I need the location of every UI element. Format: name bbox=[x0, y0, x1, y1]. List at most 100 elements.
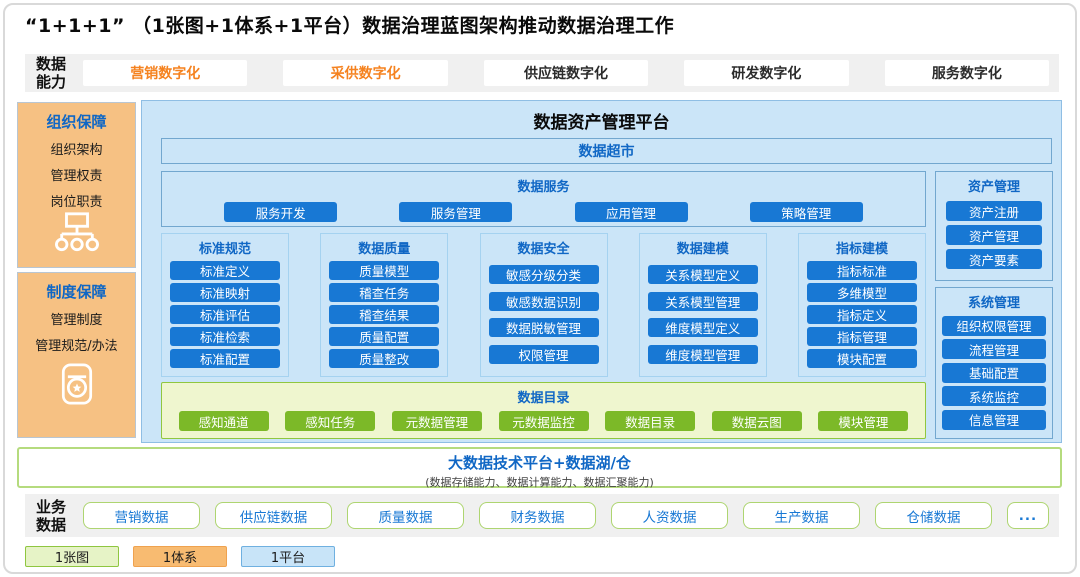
data-service-title: 数据服务 bbox=[517, 180, 570, 195]
capability-bar: 数据能力 营销数字化 采供数字化 供应链数字化 研发数字化 服务数字化 bbox=[25, 54, 1059, 92]
asset-button[interactable]: 资产管理 bbox=[946, 225, 1042, 245]
policy-guarantee-box: 制度保障 管理制度 管理规范/办法 bbox=[17, 272, 136, 438]
business-item-marketing[interactable]: 营销数据 bbox=[83, 502, 200, 529]
org-guarantee-box: 组织保障 组织架构 管理权责 岗位职责 bbox=[17, 102, 136, 268]
module-title: 数据安全 bbox=[517, 242, 570, 257]
guarantee-item: 管理规范/办法 bbox=[35, 339, 118, 354]
bigdata-platform-subtitle: (数据存储能力、数据计算能力、数据汇聚能力) bbox=[425, 476, 654, 489]
system-button[interactable]: 系统监控 bbox=[942, 386, 1046, 406]
capability-item-service[interactable]: 服务数字化 bbox=[884, 60, 1050, 86]
module-column-modeling: 数据建模 关系模型定义 关系模型管理 维度模型定义 维度模型管理 bbox=[638, 233, 767, 377]
module-column-indicators: 指标建模 指标标准 多维模型 指标定义 指标管理 模块配置 bbox=[798, 233, 926, 377]
business-item-finance[interactable]: 财务数据 bbox=[479, 502, 596, 529]
module-button[interactable]: 维度模型定义 bbox=[647, 318, 758, 338]
bigdata-platform-box: 大数据技术平台+数据湖/仓 (数据存储能力、数据计算能力、数据汇聚能力) bbox=[17, 447, 1062, 489]
service-button[interactable]: 应用管理 bbox=[574, 202, 688, 222]
module-button[interactable]: 关系模型定义 bbox=[647, 265, 758, 285]
capability-item-supply-chain[interactable]: 供应链数字化 bbox=[483, 60, 649, 86]
system-management-box: 系统管理 组织权限管理 流程管理 基础配置 系统监控 信息管理 bbox=[935, 287, 1053, 439]
data-catalog-title: 数据目录 bbox=[517, 391, 570, 406]
module-button[interactable]: 标准检索 bbox=[170, 327, 280, 346]
certificate-icon bbox=[56, 361, 98, 411]
system-button[interactable]: 组织权限管理 bbox=[942, 315, 1046, 336]
system-button[interactable]: 基础配置 bbox=[942, 362, 1046, 383]
asset-button[interactable]: 资产要素 bbox=[946, 249, 1042, 269]
catalog-button[interactable]: 元数据管理 bbox=[391, 411, 482, 431]
business-item-supply-chain[interactable]: 供应链数据 bbox=[215, 502, 332, 529]
module-title: 标准规范 bbox=[198, 242, 251, 257]
module-button[interactable]: 敏感分级分类 bbox=[488, 265, 599, 285]
legend-item-one-system: 1体系 bbox=[133, 546, 227, 567]
data-service-box: 数据服务 服务开发 服务管理 应用管理 策略管理 bbox=[161, 171, 926, 227]
module-column-standards: 标准规范 标准定义 标准映射 标准评估 标准检索 标准配置 bbox=[161, 233, 289, 377]
catalog-button[interactable]: 感知任务 bbox=[285, 411, 376, 431]
module-button[interactable]: 稽查任务 bbox=[329, 283, 440, 302]
catalog-button[interactable]: 数据目录 bbox=[605, 411, 696, 431]
business-item-warehouse[interactable]: 仓储数据 bbox=[875, 502, 992, 529]
module-button[interactable]: 质量配置 bbox=[329, 327, 440, 346]
capability-items: 营销数字化 采供数字化 供应链数字化 研发数字化 服务数字化 bbox=[83, 60, 1050, 86]
capability-item-marketing[interactable]: 营销数字化 bbox=[83, 60, 248, 86]
catalog-button[interactable]: 元数据监控 bbox=[498, 411, 589, 431]
module-button[interactable]: 标准配置 bbox=[170, 349, 280, 368]
modules-row: 标准规范 标准定义 标准映射 标准评估 标准检索 标准配置 数据质量 质量模型 … bbox=[161, 233, 926, 377]
module-button[interactable]: 数据脱敏管理 bbox=[488, 318, 599, 338]
module-button[interactable]: 多维模型 bbox=[807, 283, 917, 302]
business-data-bar: 业务数据 营销数据 供应链数据 质量数据 财务数据 人资数据 生产数据 仓储数据… bbox=[25, 494, 1059, 537]
module-column-quality: 数据质量 质量模型 稽查任务 稽查结果 质量配置 质量整改 bbox=[320, 233, 449, 377]
module-button[interactable]: 标准映射 bbox=[170, 283, 280, 302]
service-button[interactable]: 服务管理 bbox=[399, 202, 513, 222]
capability-item-rnd[interactable]: 研发数字化 bbox=[684, 60, 849, 86]
capability-item-procurement[interactable]: 采供数字化 bbox=[283, 60, 448, 86]
module-button[interactable]: 指标管理 bbox=[807, 327, 917, 346]
guarantee-item: 管理制度 bbox=[50, 313, 103, 328]
org-chart-icon bbox=[54, 210, 100, 258]
platform-title: 数据资产管理平台 bbox=[533, 113, 670, 133]
asset-management-title: 资产管理 bbox=[967, 180, 1020, 195]
catalog-button[interactable]: 数据云图 bbox=[711, 411, 802, 431]
business-item-more[interactable]: ... bbox=[1007, 502, 1049, 529]
module-button[interactable]: 模块配置 bbox=[807, 349, 917, 368]
guarantee-item: 组织架构 bbox=[50, 143, 103, 158]
system-button[interactable]: 流程管理 bbox=[942, 339, 1046, 359]
data-asset-platform-panel: 数据资产管理平台 数据超市 数据服务 服务开发 服务管理 应用管理 策略管理 标… bbox=[141, 100, 1062, 443]
module-button[interactable]: 指标定义 bbox=[807, 305, 917, 324]
module-button[interactable]: 稽查结果 bbox=[329, 305, 440, 324]
service-button[interactable]: 服务开发 bbox=[224, 202, 338, 222]
module-title: 数据质量 bbox=[358, 242, 411, 257]
module-button[interactable]: 权限管理 bbox=[488, 344, 599, 364]
module-button[interactable]: 敏感数据识别 bbox=[488, 291, 599, 311]
data-catalog-box: 数据目录 感知通道 感知任务 元数据管理 元数据监控 数据目录 数据云图 模块管… bbox=[161, 382, 926, 439]
module-button[interactable]: 质量整改 bbox=[329, 349, 440, 368]
module-button[interactable]: 质量模型 bbox=[329, 261, 440, 280]
legend: 1张图 1体系 1平台 bbox=[25, 546, 335, 567]
page-title: “1+1+1” （1张图+1体系+1平台）数据治理蓝图架构推动数据治理工作 bbox=[25, 15, 675, 37]
catalog-button[interactable]: 感知通道 bbox=[178, 411, 269, 431]
org-guarantee-title: 组织保障 bbox=[46, 113, 107, 131]
catalog-button[interactable]: 模块管理 bbox=[818, 411, 909, 431]
business-item-hr[interactable]: 人资数据 bbox=[611, 502, 728, 529]
system-button[interactable]: 信息管理 bbox=[942, 409, 1046, 430]
system-management-title: 系统管理 bbox=[967, 296, 1020, 311]
business-bar-label: 业务数据 bbox=[35, 497, 66, 534]
guarantee-item: 管理权责 bbox=[50, 169, 103, 184]
service-button[interactable]: 策略管理 bbox=[749, 202, 863, 222]
business-item-quality[interactable]: 质量数据 bbox=[347, 502, 464, 529]
bigdata-platform-title: 大数据技术平台+数据湖/仓 bbox=[447, 454, 632, 472]
module-button[interactable]: 指标标准 bbox=[807, 261, 917, 280]
policy-guarantee-title: 制度保障 bbox=[46, 283, 107, 301]
business-item-production[interactable]: 生产数据 bbox=[743, 502, 860, 529]
capability-bar-label: 数据能力 bbox=[35, 55, 66, 91]
module-button[interactable]: 标准评估 bbox=[170, 305, 280, 324]
module-button[interactable]: 关系模型管理 bbox=[647, 291, 758, 311]
module-title: 数据建模 bbox=[676, 242, 729, 257]
asset-management-box: 资产管理 资产注册 资产管理 资产要素 bbox=[935, 171, 1053, 281]
asset-button[interactable]: 资产注册 bbox=[946, 201, 1042, 221]
guarantee-item: 岗位职责 bbox=[50, 195, 103, 210]
data-mart-bar[interactable]: 数据超市 bbox=[161, 138, 1052, 164]
module-button[interactable]: 标准定义 bbox=[170, 261, 280, 280]
module-column-security: 数据安全 敏感分级分类 敏感数据识别 数据脱敏管理 权限管理 bbox=[479, 233, 608, 377]
module-button[interactable]: 维度模型管理 bbox=[647, 344, 758, 364]
business-items: 营销数据 供应链数据 质量数据 财务数据 人资数据 生产数据 仓储数据 ... bbox=[83, 502, 1049, 529]
legend-item-one-map: 1张图 bbox=[25, 546, 119, 567]
